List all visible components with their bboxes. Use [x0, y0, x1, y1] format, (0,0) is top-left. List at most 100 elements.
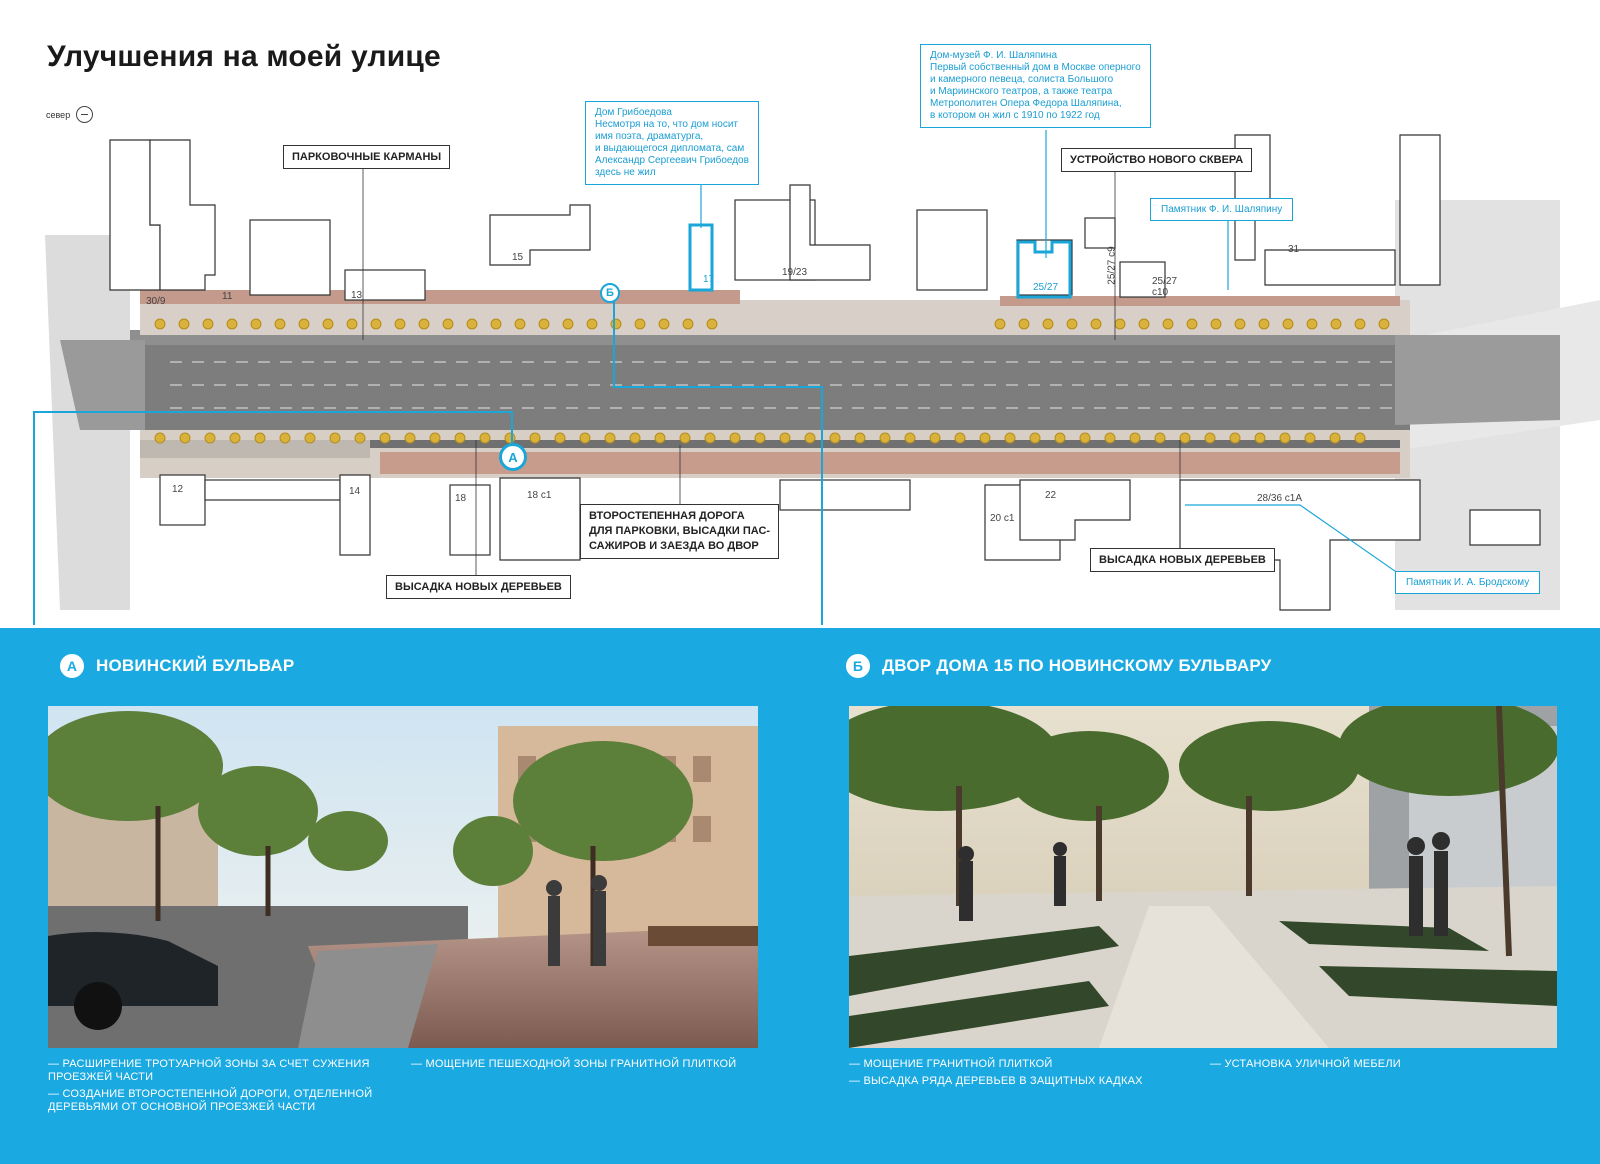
tree-north — [322, 318, 334, 330]
tree-north — [202, 318, 214, 330]
marker-b[interactable]: Б — [600, 283, 620, 303]
tree-south — [404, 432, 416, 444]
tree-south — [1054, 432, 1066, 444]
building-number: 25/27 — [1033, 282, 1059, 293]
tree-north — [1258, 318, 1270, 330]
tree-south — [979, 432, 991, 444]
building-number: 30/9 — [146, 296, 166, 307]
tree-south — [1354, 432, 1366, 444]
section-a-heading: А НОВИНСКИЙ БУЛЬВАР — [60, 654, 294, 678]
tree-north — [346, 318, 358, 330]
label-new-trees-left: ВЫСАДКА НОВЫХ ДЕРЕВЬЕВ — [386, 575, 571, 599]
tree-north — [1210, 318, 1222, 330]
tree-north — [658, 318, 670, 330]
building-number: 31 — [1288, 244, 1300, 255]
tree-north — [562, 318, 574, 330]
marker-a[interactable]: А — [499, 443, 527, 471]
tree-south — [1204, 432, 1216, 444]
tree-south — [1154, 432, 1166, 444]
compass-icon — [76, 106, 94, 123]
tree-south — [1004, 432, 1016, 444]
tree-north — [586, 318, 598, 330]
note-griboedov-house: Дом Грибоедова Несмотря на то, что дом н… — [585, 101, 759, 185]
tree-north — [1066, 318, 1078, 330]
building-number: 19/23 — [782, 267, 808, 278]
tree-north — [634, 318, 646, 330]
tree-south — [679, 432, 691, 444]
tree-south — [354, 432, 366, 444]
tree-north — [226, 318, 238, 330]
building-number: 25/27 c9 — [1106, 246, 1118, 285]
tree-south — [579, 432, 591, 444]
street-plan — [0, 125, 1600, 625]
building-number: 15 — [512, 252, 524, 263]
tree-south — [254, 432, 266, 444]
tree-south — [704, 432, 716, 444]
tree-south — [504, 432, 516, 444]
tree-north — [994, 318, 1006, 330]
building-number: 22 — [1045, 490, 1057, 501]
building-number: 11 — [222, 291, 233, 302]
tree-north — [1162, 318, 1174, 330]
section-b-marker: Б — [846, 654, 870, 678]
tree-south — [904, 432, 916, 444]
label-new-trees-right: ВЫСАДКА НОВЫХ ДЕРЕВЬЕВ — [1090, 548, 1275, 572]
building-number: 17 — [703, 274, 715, 285]
bullet-item: — РАСШИРЕНИЕ ТРОТУАРНОЙ ЗОНЫ ЗА СЧЕТ СУЖ… — [48, 1058, 370, 1083]
tree-north — [682, 318, 694, 330]
note-chaliapin-house: Дом-музей Ф. И. Шаляпина Первый собствен… — [920, 44, 1151, 128]
building-number: 12 — [172, 484, 184, 495]
tree-south — [204, 432, 216, 444]
bullet-item: — УСТАНОВКА УЛИЧНОЙ МЕБЕЛИ — [1210, 1058, 1401, 1070]
tree-south — [1129, 432, 1141, 444]
tree-north — [154, 318, 166, 330]
tree-north — [178, 318, 190, 330]
tree-south — [154, 432, 166, 444]
tree-south — [729, 432, 741, 444]
tree-south — [279, 432, 291, 444]
visualizations-panel: А НОВИНСКИЙ БУЛЬВАР Б ДВОР ДОМА 15 ПО НО… — [0, 628, 1600, 1164]
tree-south — [1329, 432, 1341, 444]
tree-south — [779, 432, 791, 444]
bullet-item: — СОЗДАНИЕ ВТОРОСТЕПЕННОЙ ДОРОГИ, ОТДЕЛЕ… — [48, 1088, 373, 1113]
north-label: север — [46, 109, 71, 120]
section-b-heading: Б ДВОР ДОМА 15 ПО НОВИНСКОМУ БУЛЬВАРУ — [846, 654, 1271, 678]
tree-south — [829, 432, 841, 444]
tree-north — [1018, 318, 1030, 330]
note-brodsky-monument: Памятник И. А. Бродскому — [1395, 571, 1541, 594]
tree-north — [370, 318, 382, 330]
page-title: Улучшения на моей улице — [47, 40, 441, 73]
tree-south — [379, 432, 391, 444]
bullet-item: — ВЫСАДКА РЯДА ДЕРЕВЬЕВ В ЗАЩИТНЫХ КАДКА… — [849, 1075, 1143, 1087]
building-number: 13 — [351, 290, 363, 301]
bullet-item: — МОЩЕНИЕ ГРАНИТНОЙ ПЛИТКОЙ — [849, 1058, 1053, 1070]
building-number: 25/27 c10 — [1152, 276, 1178, 298]
section-b-bullets-col2: — УСТАНОВКА УЛИЧНОЙ МЕБЕЛИ — [1210, 1058, 1550, 1075]
chaliapin-house — [1016, 240, 1072, 299]
label-secondary-road: ВТОРОСТЕПЕННАЯ ДОРОГА ДЛЯ ПАРКОВКИ, ВЫСА… — [580, 504, 780, 559]
tree-north — [1114, 318, 1126, 330]
tree-south — [929, 432, 941, 444]
label-new-square: УСТРОЙСТВО НОВОГО СКВЕРА — [1061, 148, 1253, 172]
section-b-title: ДВОР ДОМА 15 ПО НОВИНСКОМУ БУЛЬВАРУ — [882, 656, 1272, 675]
tree-south — [429, 432, 441, 444]
tree-north — [442, 318, 454, 330]
tree-north — [610, 318, 622, 330]
building-number: 14 — [349, 486, 361, 497]
tree-north — [1042, 318, 1054, 330]
tree-south — [629, 432, 641, 444]
tree-north — [1186, 318, 1198, 330]
section-a-bullets-col1: — РАСШИРЕНИЕ ТРОТУАРНОЙ ЗОНЫ ЗА СЧЕТ СУЖ… — [48, 1058, 383, 1118]
tree-north — [298, 318, 310, 330]
tree-north — [274, 318, 286, 330]
tree-north — [514, 318, 526, 330]
tree-south — [1029, 432, 1041, 444]
tree-north — [1354, 318, 1366, 330]
section-a-marker: А — [60, 654, 84, 678]
tree-south — [1229, 432, 1241, 444]
tree-north — [490, 318, 502, 330]
tree-south — [804, 432, 816, 444]
tree-south — [179, 432, 191, 444]
tree-south — [329, 432, 341, 444]
building-number: 18 — [455, 493, 467, 504]
